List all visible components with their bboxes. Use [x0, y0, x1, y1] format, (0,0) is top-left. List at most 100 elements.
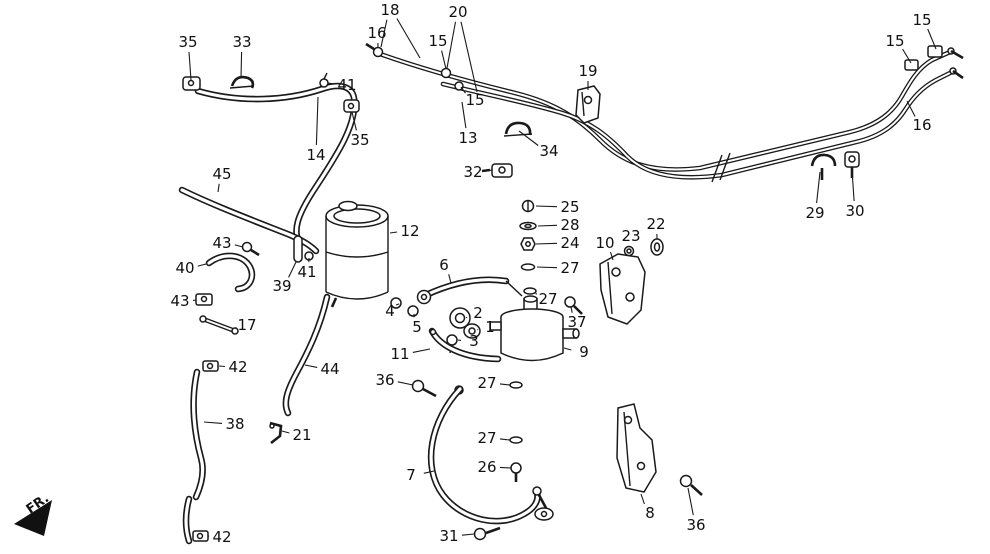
part-label-15-9: 15 — [465, 91, 484, 109]
part-label-45-26: 45 — [212, 165, 231, 183]
part-label-17-40: 17 — [237, 316, 256, 334]
part-label-6-32: 6 — [439, 256, 449, 274]
leader-line-39 — [288, 261, 297, 278]
leader-line-15 — [902, 48, 912, 64]
part-label-32-13: 32 — [463, 163, 482, 181]
pipe-17 — [199, 315, 239, 335]
clip-21-icon — [269, 421, 283, 445]
leader-line-25 — [535, 205, 558, 208]
leader-line-40 — [197, 263, 207, 267]
part-label-15-14: 15 — [912, 11, 931, 29]
leader-line-12 — [389, 231, 398, 234]
part-label-1-36: 1 — [485, 318, 495, 336]
fr-direction-arrow: FR. — [14, 491, 52, 536]
tube-39-icon — [293, 235, 303, 263]
leader-line-2 — [465, 316, 468, 319]
part-label-42-56: 42 — [212, 528, 231, 546]
leader-line-30 — [851, 169, 855, 202]
part-label-41-31: 41 — [297, 263, 316, 281]
fr-arrow-icon — [14, 500, 52, 536]
part-label-19-11: 19 — [578, 62, 597, 80]
leader-line-31 — [461, 533, 475, 536]
leader-line-6 — [448, 274, 452, 284]
leader-line-37 — [570, 306, 573, 313]
leader-line-1 — [477, 329, 479, 331]
leader-line-8 — [640, 493, 645, 505]
fuel-filter-9 — [489, 295, 580, 362]
part-label-27-47: 27 — [477, 374, 496, 392]
pipe-clamp-34-icon — [503, 121, 533, 137]
pipe-clamp-29-icon — [810, 153, 837, 180]
leader-line-29 — [816, 171, 821, 204]
ring-5-icon — [407, 305, 419, 317]
leader-line-36 — [397, 381, 414, 386]
pipe-end-fittings-right — [947, 47, 964, 80]
hose-clamp-42-top-icon — [202, 360, 219, 372]
leader-line-16 — [906, 100, 916, 117]
leader-line-4 — [395, 303, 400, 306]
hose-38 — [190, 368, 206, 501]
hose-7 — [427, 385, 554, 525]
part-label-37-39: 37 — [567, 313, 586, 331]
leader-line-45 — [217, 183, 220, 193]
pipe-clamp-15-right-icon — [904, 59, 919, 71]
leader-line-15 — [460, 86, 466, 94]
hose-44 — [282, 293, 331, 417]
leader-line-15 — [441, 50, 447, 70]
grommet-22-icon — [650, 238, 664, 256]
leader-line-18 — [396, 18, 421, 59]
valve-assembly-1-2-3 — [446, 307, 481, 354]
leader-line-13 — [461, 101, 467, 129]
leader-line-33 — [240, 51, 243, 79]
part-label-33-1: 33 — [232, 33, 251, 51]
leader-line-27 — [499, 438, 511, 441]
washer-28-icon — [519, 221, 537, 231]
hose-45 — [178, 186, 320, 255]
part-label-14-4: 14 — [306, 146, 325, 164]
part-label-18-5: 18 — [380, 1, 399, 19]
bolt-43-top-icon — [241, 241, 260, 257]
part-label-27-22: 27 — [560, 259, 579, 277]
part-label-8-53: 8 — [645, 504, 655, 522]
leader-line-41 — [327, 82, 335, 85]
part-label-43-28: 43 — [212, 234, 231, 252]
leader-line-18 — [380, 19, 388, 48]
part-label-29-17: 29 — [805, 204, 824, 222]
pipe-joint-15-icon — [440, 67, 452, 79]
leader-line-10 — [609, 251, 614, 261]
part-label-43-41: 43 — [170, 292, 189, 310]
hose-clamp-43-icon — [195, 293, 213, 306]
part-label-10-25: 10 — [595, 234, 614, 252]
hose-clamp-35-mid-icon — [343, 99, 360, 113]
clip-41-top-icon — [319, 72, 329, 88]
bolt-26-icon — [510, 462, 522, 482]
part-label-25-19: 25 — [560, 198, 579, 216]
leader-line-24 — [535, 242, 558, 245]
part-label-13-10: 13 — [458, 129, 477, 147]
reservoir-tank-12 — [325, 200, 389, 308]
bolt-25-icon — [521, 199, 535, 213]
part-label-26-52: 26 — [477, 458, 496, 476]
hose-6 — [416, 276, 523, 305]
part-label-3-37: 3 — [469, 332, 479, 350]
bolt-36-right-icon — [679, 474, 703, 496]
pipe-bracket-19-icon — [575, 85, 601, 124]
part-label-36-54: 36 — [686, 516, 705, 534]
part-label-23-24: 23 — [621, 227, 640, 245]
part-label-5-34: 5 — [412, 318, 422, 336]
part-label-21-49: 21 — [292, 426, 311, 444]
leader-line-35 — [188, 51, 192, 81]
part-label-39-30: 39 — [272, 277, 291, 295]
leader-line-20 — [446, 21, 457, 69]
part-label-15-15: 15 — [885, 32, 904, 50]
hose-clamp-42-bottom-icon — [192, 530, 209, 542]
part-label-15-7: 15 — [428, 32, 447, 50]
hose-clamp-35-left-icon — [182, 76, 201, 91]
leader-line-32 — [485, 169, 493, 172]
part-label-16-16: 16 — [912, 116, 931, 134]
bracket-8 — [616, 403, 657, 493]
leader-line-35 — [351, 111, 357, 131]
part-label-44-45: 44 — [320, 360, 339, 378]
